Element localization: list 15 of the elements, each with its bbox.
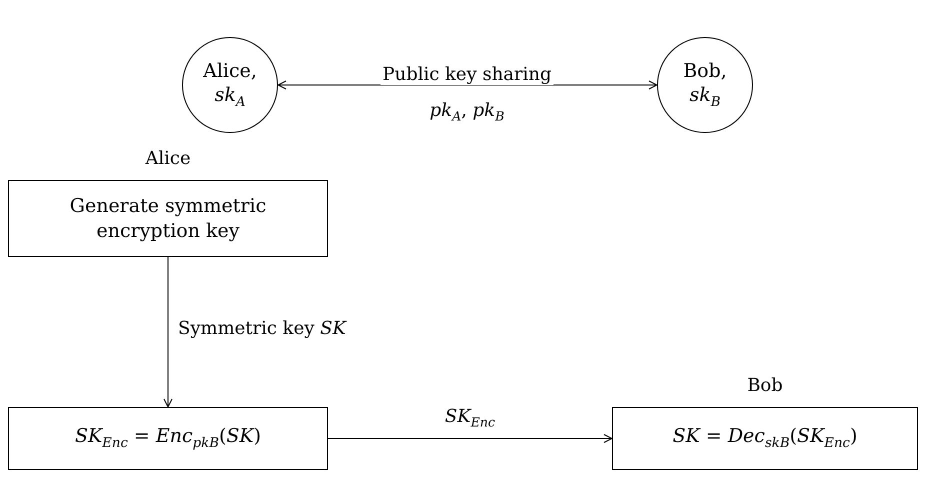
node-text: Alice, sk$_{A}$ [202,58,258,112]
party-heading: Alice [145,148,191,169]
node-text: SK = Dec$_{skB}$(SK$_{Enc}$) [672,424,858,453]
arrow [328,434,612,443]
node-text: Generate symmetric encryption key [68,194,268,244]
arrow [278,80,658,90]
node-text: Bob, sk$_{B}$ [682,58,728,112]
process-box [8,407,328,470]
party-heading: Bob [747,375,783,396]
edge-label: Public key sharing [380,64,554,85]
process-box [612,407,918,470]
node-text: SK$_{Enc}$ = Enc$_{pkB}$(SK) [74,424,262,453]
process-box [8,180,328,257]
edge-label: SK$_{Enc}$ [442,406,498,430]
arrow [164,256,172,408]
